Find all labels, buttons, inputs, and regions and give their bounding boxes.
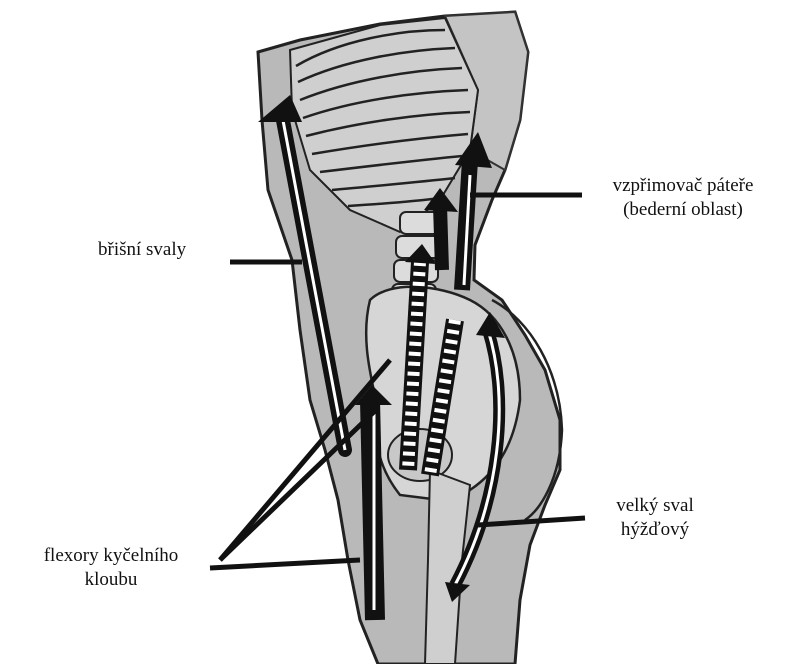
erector-spinae-label: vzpřimovač páteře (bederní oblast) [588,174,778,222]
gluteus-label-line2: hýžďový [585,518,725,542]
gluteus-label-line1: velký sval [585,494,725,518]
hip-flexor-leader-line-3 [210,560,360,568]
gluteus-label: velký sval hýžďový [585,494,725,542]
abdominals-label-text: břišní svaly [98,239,186,260]
erector-label-line2: (bederní oblast) [588,198,778,222]
abdominals-label: břišní svaly [98,238,186,262]
hip-flexors-label-line2: kloubu [6,568,216,592]
hip-flexors-label: flexory kyčelního kloubu [6,544,216,592]
hip-flexors-label-line1: flexory kyčelního [6,544,216,568]
erector-label-line1: vzpřimovač páteře [588,174,778,198]
